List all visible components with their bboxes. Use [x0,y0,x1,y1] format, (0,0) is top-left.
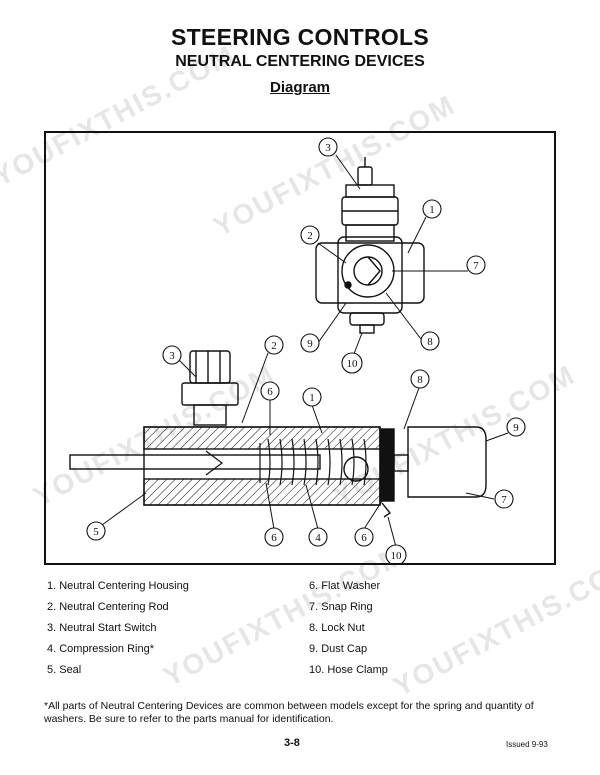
exploded-diagram: 3 1 2 7 9 8 10 3 2 6 1 8 9 5 6 4 6 7 10 [69,137,526,563]
svg-text:9: 9 [307,338,313,350]
callout-9: 9 [506,417,526,437]
callout-10: 10 [341,352,363,374]
parts-list-item: 4. Compression Ring* [47,643,154,655]
issue-date: Issued 9-93 [506,740,548,749]
parts-list-item: 3. Neutral Start Switch [47,622,157,634]
svg-text:7: 7 [473,260,479,272]
svg-text:1: 1 [429,204,435,216]
svg-text:6: 6 [361,532,367,544]
svg-text:7: 7 [501,494,507,506]
page-number: 3-8 [284,737,300,749]
svg-text:9: 9 [513,422,519,434]
callout-8: 8 [410,369,430,389]
svg-text:4: 4 [315,532,321,544]
parts-list-item: 6. Flat Washer [309,580,381,592]
svg-text:8: 8 [427,336,433,348]
callout-1: 1 [422,199,442,219]
callout-2: 2 [300,225,320,245]
callout-7: 7 [466,255,486,275]
callout-6: 6 [354,527,374,547]
parts-list-left: 1. Neutral Centering Housing 2. Neutral C… [47,576,189,681]
section-heading: Diagram [269,79,331,96]
svg-text:10: 10 [347,358,359,370]
callout-3: 3 [318,137,338,157]
svg-text:6: 6 [271,532,277,544]
parts-list-item: 10. Hose Clamp [309,664,388,676]
diagram-frame: 3 1 2 7 9 8 10 3 2 6 1 8 9 5 6 4 6 7 10 [44,131,556,565]
svg-text:1: 1 [309,392,315,404]
callout-3: 3 [162,345,182,365]
parts-list-right: 6. Flat Washer 7. Snap Ring 8. Lock Nut 9. … [309,576,388,681]
parts-list-item: 1. Neutral Centering Housing [47,580,189,592]
callout-8: 8 [420,331,440,351]
callout-10: 10 [385,544,407,563]
svg-text:5: 5 [93,526,99,538]
callout-2: 2 [264,335,284,355]
svg-text:3: 3 [169,350,175,362]
parts-list-item: 5. Seal [47,664,82,676]
svg-text:10: 10 [391,550,403,562]
svg-text:2: 2 [307,230,313,242]
page-subtitle: NEUTRAL CENTERING DEVICES [175,53,425,70]
svg-text:8: 8 [417,374,423,386]
callout-7: 7 [494,489,514,509]
page-title: STEERING CONTROLS [170,24,430,50]
callout-5: 5 [86,521,106,541]
callout-6: 6 [264,527,284,547]
svg-text:6: 6 [267,386,273,398]
side-section [69,350,487,518]
svg-text:2: 2 [271,340,277,352]
parts-list-item: 2. Neutral Centering Rod [47,601,169,613]
svg-text:3: 3 [325,142,331,154]
watermark: YOUFIXTHIS.COM [388,548,600,703]
parts-list-item: 7. Snap Ring [309,601,373,613]
top-view [315,157,425,334]
parts-list-item: 8. Lock Nut [309,622,365,634]
footnote: *All parts of Neutral Centering Devices … [44,699,534,725]
parts-list-item: 9. Dust Cap [309,643,368,655]
callout-4: 4 [308,527,328,547]
callout-6: 6 [260,381,280,401]
callout-9: 9 [300,333,320,353]
callout-1: 1 [302,387,322,407]
